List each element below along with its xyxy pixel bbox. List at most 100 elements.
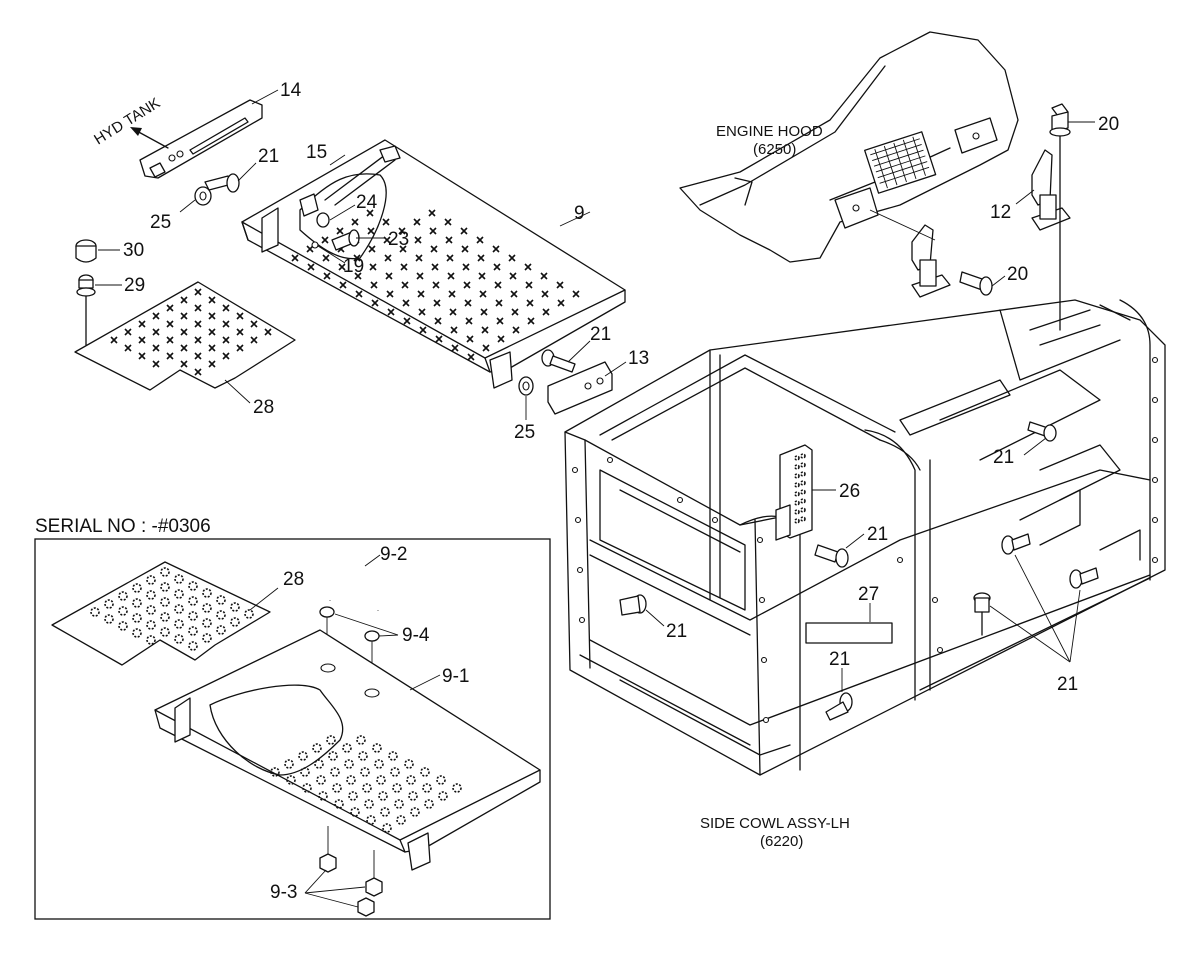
plate-hole [392,783,402,793]
plate-hole [374,759,384,769]
cowl-hole [1151,556,1159,564]
plate-hole [298,751,308,761]
plate-hole [448,290,456,298]
plate-hole [429,227,437,235]
cowl-hole [758,596,766,604]
cowl-hole [760,656,768,664]
plate-hole [466,335,474,343]
plate-hole [435,335,443,343]
plate-hole [166,304,174,312]
plate-hole [160,612,170,622]
plate-hole [104,614,114,624]
cowl-hole [762,716,770,724]
leader-lines [95,89,1095,908]
plate-hole [250,336,258,344]
plate-hole [480,308,488,316]
plate-hole [138,352,146,360]
cowl-hole [711,516,719,524]
part-21-bolt-cowl-d [825,692,853,721]
plate-hole [362,783,372,793]
plate-hole [236,328,244,336]
plate-hole [477,254,485,262]
part-12-latch-left [911,224,951,298]
cowl-holes [571,356,1159,724]
plate-hole [314,759,324,769]
plate-hole [794,482,800,488]
cowl-hole [571,466,579,474]
part-9-plate [241,139,626,389]
plate-hole [434,317,442,325]
plate-hole [222,320,230,328]
part-13-block [547,361,613,415]
plate-hole [461,245,469,253]
plate-hole [132,613,142,623]
callout-27: 27 [858,584,879,605]
side-cowl-frame [564,299,1166,776]
plate-hole [286,775,296,785]
plate-hole [794,473,800,479]
plate-hole [367,227,375,235]
callout-24: 24 [356,192,378,213]
plate-hole [152,328,160,336]
plate-hole [378,791,388,801]
cowl-hole [931,596,939,604]
plate-hole [244,609,254,619]
cowl-hole [1151,396,1159,404]
plate-hole [146,635,156,645]
plate-hole [146,590,156,600]
plate-hole [494,281,502,289]
plate-hole [332,783,342,793]
plate-hole [414,236,422,244]
plate-hole [572,290,580,298]
part-21-bolt-cowl-a [1027,421,1057,442]
caption-side-cowl-code: (6220) [760,833,803,850]
plate-hole [180,360,188,368]
caption-engine-hood-code: (6250) [753,141,796,158]
plate-hole [166,320,174,328]
plate-hole [146,620,156,630]
callout-9-4: 9-4 [402,625,430,646]
plate-hole [800,471,806,477]
cowl-hole [574,516,582,524]
part-23-pin [331,229,360,251]
plate-hole [800,480,806,486]
plate-hole [174,634,184,644]
part-21-bolt-cowl-g [973,592,991,636]
plate-hole [90,607,100,617]
plate-hole [118,591,128,601]
plate-hole [387,308,395,316]
plate-hole [422,783,432,793]
plate-hole [541,290,549,298]
callout-25-upper: 25 [150,212,171,233]
plate-hole [160,627,170,637]
plate-hole [124,328,132,336]
plate-hole [124,344,132,352]
plate-hole [406,775,416,785]
cowl-hole [606,456,614,464]
plate-hole [396,815,406,825]
hyd-tank-arrow [130,127,169,149]
plate-hole [399,245,407,253]
plate-hole [420,767,430,777]
plate-hole [467,353,475,361]
plate-hole [316,775,326,785]
plate-hole [800,498,806,504]
plate-hole [188,581,198,591]
callout-21-cowl-a: 21 [993,447,1014,468]
hood-grille [870,136,930,189]
plate-hole [364,799,374,809]
plate-hole [380,807,390,817]
plate-hole [264,328,272,336]
part-21-bolt-cowl-f [1069,567,1099,589]
plate-hole [230,617,240,627]
plate-hole [382,218,390,226]
plate-hole [152,344,160,352]
plate-hole [794,491,800,497]
plate-hole [194,320,202,328]
part-28-plate-upper [74,281,296,391]
plate-hole [353,254,361,262]
caption-engine-hood: ENGINE HOOD [716,123,823,140]
plate-hole [355,290,363,298]
plate-hole [376,775,386,785]
part-25-washer-upper [194,186,212,206]
